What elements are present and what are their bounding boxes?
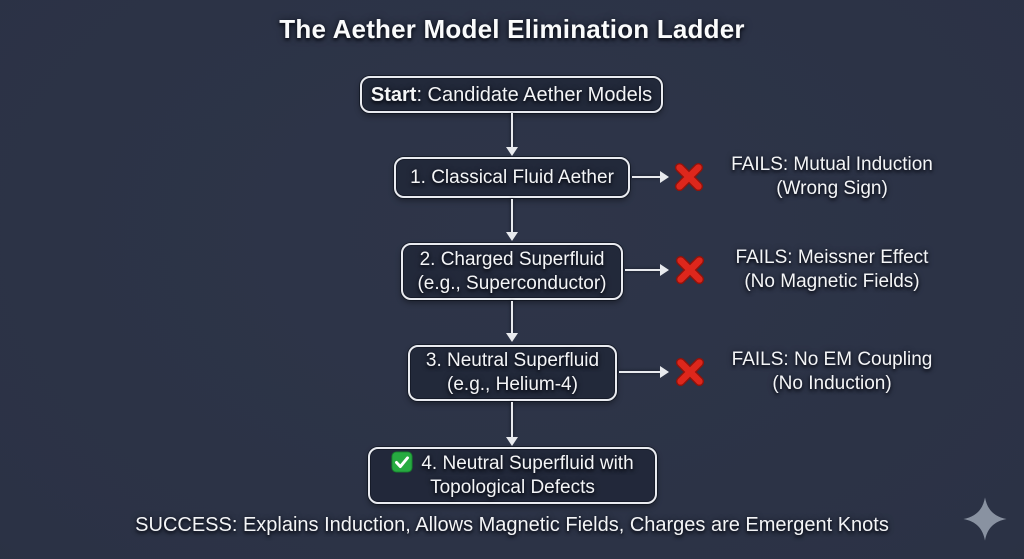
node-step-2: 2. Charged Superfluid (e.g., Superconduc… — [401, 243, 623, 300]
start-rest: : Candidate Aether Models — [416, 83, 653, 106]
node-step-4-line2: Topological Defects — [430, 477, 595, 498]
node-step-1-line1: 1. Classical Fluid Aether — [410, 166, 614, 188]
arrow-down-3 — [506, 301, 518, 342]
node-step-1: 1. Classical Fluid Aether — [394, 157, 630, 198]
arrow-right-2 — [625, 264, 669, 276]
check-icon — [391, 451, 413, 473]
arrow-down-2 — [506, 199, 518, 241]
fail-1-line2: (Wrong Sign) — [776, 178, 888, 199]
node-step-4-line1: 4. Neutral Superfluid with — [391, 451, 634, 476]
arrow-down-4 — [506, 402, 518, 446]
sparkle-icon — [963, 497, 1007, 541]
success-caption: SUCCESS: Explains Induction, Allows Magn… — [135, 514, 889, 536]
arrow-right-1 — [632, 171, 669, 183]
node-step-3-line1: 3. Neutral Superfluid — [425, 350, 600, 371]
fail-3-line2: (No Induction) — [772, 373, 892, 394]
node-step-2-line2: (e.g., Superconductor) — [417, 272, 607, 294]
node-step-3: 3. Neutral Superfluid (e.g., Helium-4) — [408, 345, 617, 401]
fail-x-icon — [674, 162, 704, 192]
arrow-down-1 — [506, 113, 518, 156]
fail-x-icon — [675, 255, 705, 285]
arrow-right-3 — [619, 366, 669, 378]
node-step-3-line2: (e.g., Helium-4) — [447, 374, 578, 395]
fail-label-3: FAILS: No EM Coupling (No Induction) — [700, 348, 964, 396]
node-step-2-line1: 2. Charged Superfluid — [419, 248, 605, 270]
fail-label-1: FAILS: Mutual Induction (Wrong Sign) — [700, 153, 964, 201]
node-step-4-text1: 4. Neutral Superfluid with — [421, 453, 634, 474]
page-title: The Aether Model Elimination Ladder — [279, 14, 745, 44]
fail-1-line1: FAILS: Mutual Induction — [731, 154, 933, 175]
fail-2-line2: (No Magnetic Fields) — [744, 271, 920, 292]
node-step-4: 4. Neutral Superfluid with Topological D… — [368, 447, 657, 504]
node-start-label: Start: Candidate Aether Models — [371, 83, 652, 107]
fail-2-line1: FAILS: Meissner Effect — [735, 247, 929, 268]
fail-3-line1: FAILS: No EM Coupling — [731, 349, 933, 370]
fail-label-2: FAILS: Meissner Effect (No Magnetic Fiel… — [700, 246, 964, 294]
node-start: Start: Candidate Aether Models — [360, 76, 663, 113]
start-prefix: Start — [370, 83, 417, 106]
fail-x-icon — [675, 357, 705, 387]
